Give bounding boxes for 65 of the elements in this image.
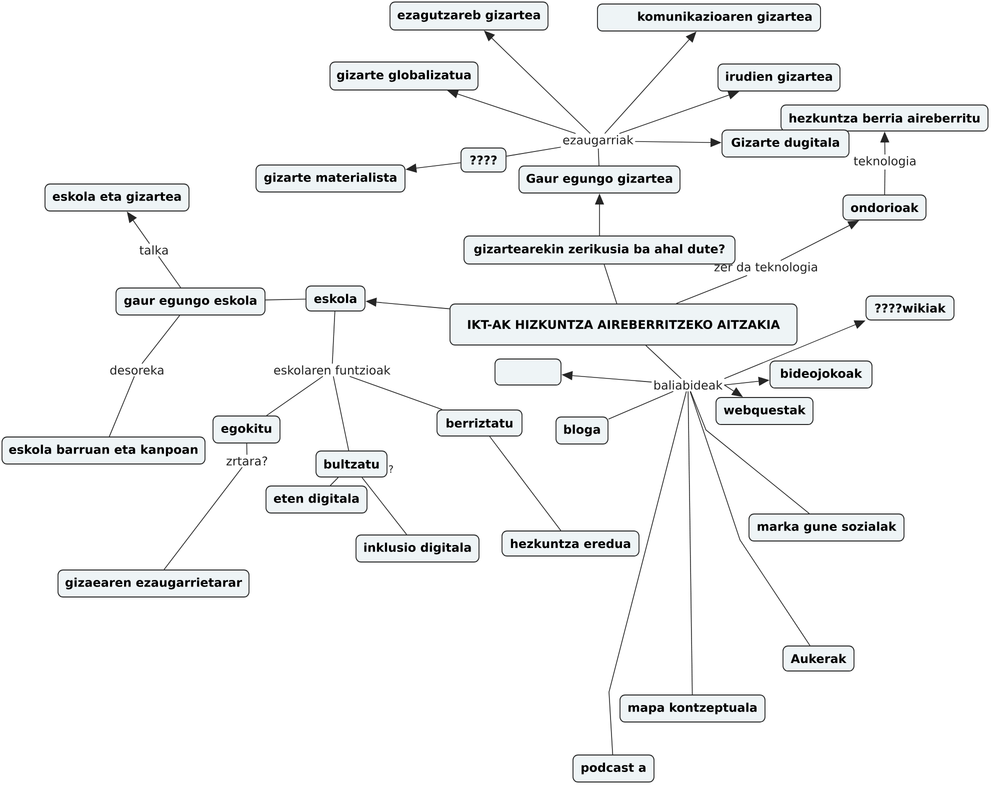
concept-box: Gizarte dugitala <box>722 130 850 158</box>
connector-line <box>265 298 306 300</box>
connector-line <box>108 376 135 437</box>
concept-box: hezkuntza eredua <box>502 530 640 556</box>
connector-line <box>142 315 180 364</box>
linking-phrase: zrtara? <box>226 456 268 466</box>
concept-box: bloga <box>556 416 608 444</box>
concept-box <box>494 358 562 386</box>
concept-box: komunikazioaren gizartea <box>597 4 821 32</box>
concept-box: bideojokoak <box>770 360 872 388</box>
connector-line <box>332 311 336 364</box>
concept-box: Aukerak <box>782 646 854 672</box>
connector-line <box>608 390 674 420</box>
connector-line <box>690 390 810 514</box>
concept-box: ezagutzareb gizartea <box>390 2 548 30</box>
connector-line <box>608 390 687 755</box>
label-text: ? <box>389 465 393 473</box>
linking-phrase: desoreka <box>110 365 164 375</box>
concept-box: gizaearen ezaugarrietarar <box>58 570 250 598</box>
connector-line <box>349 376 442 410</box>
connector-line <box>489 436 562 531</box>
linking-phrase: ezaugarriak <box>563 135 634 147</box>
connector-line <box>330 477 339 486</box>
concept-box: berriztatu <box>436 410 522 436</box>
concept-box: inklusio digitala <box>356 534 480 562</box>
concept-box: eskola eta gizartea <box>44 184 190 212</box>
connector-line <box>164 466 243 570</box>
connector-line <box>688 390 693 695</box>
concept-box: ????wikiak <box>866 296 954 320</box>
concept-box: gaur egungo eskola <box>116 288 266 316</box>
concept-box: eskola barruan eta kanpoan <box>2 436 206 464</box>
concept-box: webquestak <box>716 397 814 425</box>
connector-line <box>690 390 810 646</box>
connector-line <box>884 169 886 195</box>
connector-line <box>506 146 562 157</box>
concept-box: egokitu <box>212 416 280 444</box>
linking-phrase: eskolaren funtzioak <box>274 365 391 375</box>
connector-line <box>645 345 682 380</box>
concept-box: gizarte materialista <box>256 164 406 192</box>
connector-line <box>158 256 182 288</box>
connector-line <box>362 477 408 535</box>
concept-box: eten digitala <box>266 486 368 514</box>
linking-phrase: baliabideak <box>654 380 723 390</box>
linking-phrase: talka <box>140 245 168 255</box>
connector-line <box>266 376 324 416</box>
concept-box: mapa kontzeptuala <box>620 694 766 722</box>
concept-box: marka gune sozialak <box>748 514 904 542</box>
linking-phrase: teknologia <box>854 156 916 168</box>
concept-box: hezkuntza berria aireberritu <box>780 104 988 132</box>
linking-phrase: zer da teknologia <box>714 262 817 274</box>
concept-box: Gaur egungo gizartea <box>518 166 680 194</box>
main-concept-box: IKT-AK HIZKUNTZA AIREBERRITZEKO AITZAKIA <box>450 304 798 346</box>
concept-box: gizarte globalizatua <box>330 62 478 90</box>
connector-line <box>598 148 600 166</box>
concept-box: ???? <box>460 148 506 172</box>
connector-line <box>246 443 248 456</box>
concept-box: bultzatu <box>316 450 388 478</box>
connector-line <box>332 376 350 451</box>
concept-box: ondorioak <box>842 194 926 220</box>
concept-box: gizartearekin zerikusia ba ahal dute? <box>464 236 736 264</box>
concept-box: eskola <box>306 286 366 312</box>
connector-line <box>676 275 748 304</box>
concept-box: podcast a <box>572 754 654 782</box>
connector-line <box>604 264 618 304</box>
concept-box: irudien gizartea <box>718 64 840 92</box>
